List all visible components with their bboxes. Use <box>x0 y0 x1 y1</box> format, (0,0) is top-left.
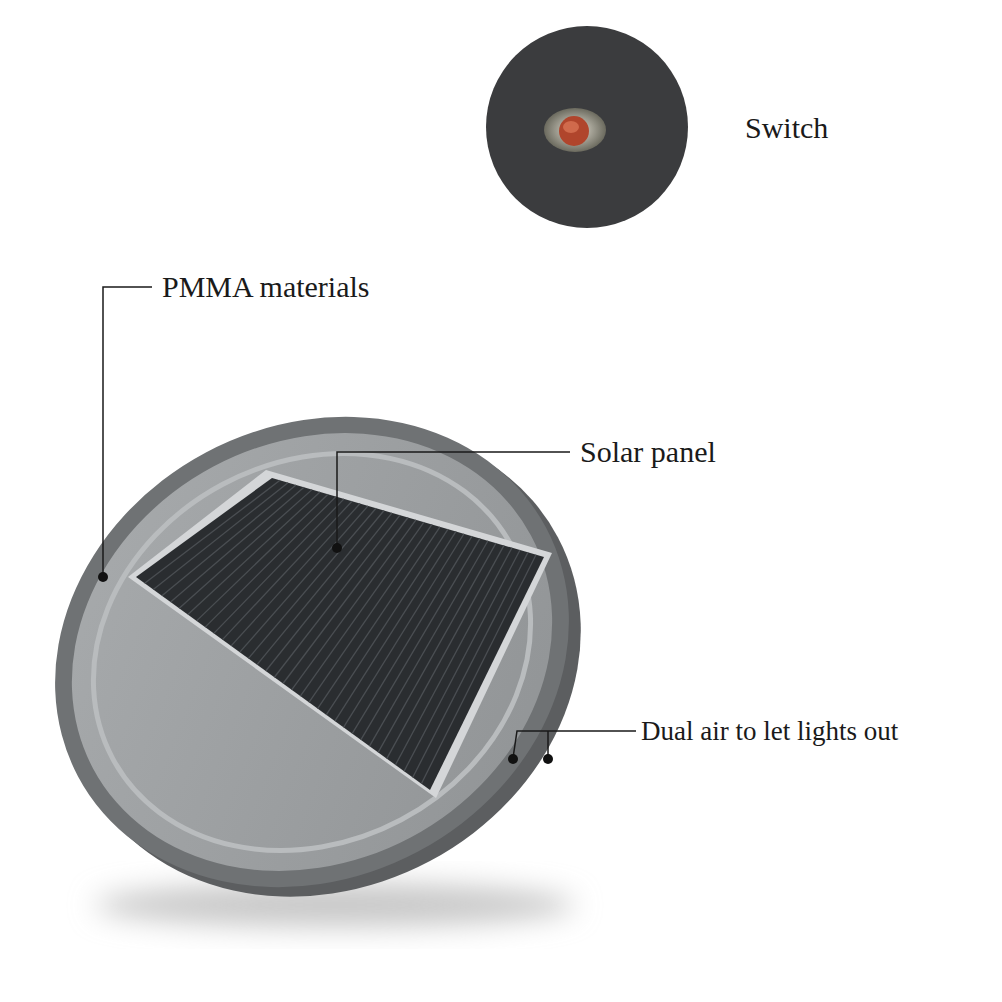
cell-line <box>395 548 512 765</box>
cell-line <box>240 506 368 652</box>
cell-line <box>309 524 432 702</box>
leader-dot <box>543 754 553 764</box>
part-label: Switch <box>745 113 828 143</box>
leader-dots <box>98 543 553 764</box>
cell-line <box>257 511 384 665</box>
cell-line <box>188 492 320 615</box>
leader-lines <box>103 287 636 758</box>
cell-line <box>413 552 528 777</box>
disc-face <box>0 350 630 954</box>
switch-view <box>486 26 688 228</box>
part-label: PMMA materials <box>162 272 370 302</box>
leader-line <box>547 731 549 758</box>
cell-line <box>162 485 296 596</box>
leader-dot <box>98 572 108 582</box>
cell-line <box>344 534 464 728</box>
panel-frame <box>128 470 552 798</box>
cell-line <box>378 543 496 752</box>
cell-line <box>145 480 280 583</box>
cell-line <box>179 490 312 609</box>
switch-button <box>559 116 589 146</box>
leader-line <box>337 452 570 548</box>
cell-line <box>283 518 408 684</box>
cell-line <box>369 541 488 746</box>
cell-line <box>300 522 424 696</box>
cell-line <box>404 550 520 771</box>
leader-dot <box>332 543 342 553</box>
cell-line <box>335 531 456 721</box>
switch-hole <box>544 108 606 152</box>
cell-line <box>361 538 480 739</box>
leader-dot <box>508 754 518 764</box>
cell-line <box>248 508 376 658</box>
cell-line <box>326 529 448 715</box>
cell-line <box>352 536 472 734</box>
cell-line <box>171 487 304 602</box>
cell-line <box>222 501 352 639</box>
cell-line <box>153 483 288 590</box>
cell-line <box>318 527 440 709</box>
part-label: Dual air to let lights out <box>641 718 898 745</box>
solar-panel <box>136 478 544 790</box>
switch-highlight <box>563 121 579 133</box>
cell-line <box>292 520 416 690</box>
disc-edge <box>0 328 652 976</box>
cell-line <box>266 513 392 671</box>
leader-line <box>513 731 636 758</box>
cell-line <box>387 545 504 758</box>
part-label: Solar panel <box>580 437 716 467</box>
disc-ring <box>23 378 600 926</box>
panel-cells <box>145 480 536 783</box>
leader-line <box>103 287 152 575</box>
cell-line <box>421 555 536 784</box>
cell-line <box>231 504 360 646</box>
